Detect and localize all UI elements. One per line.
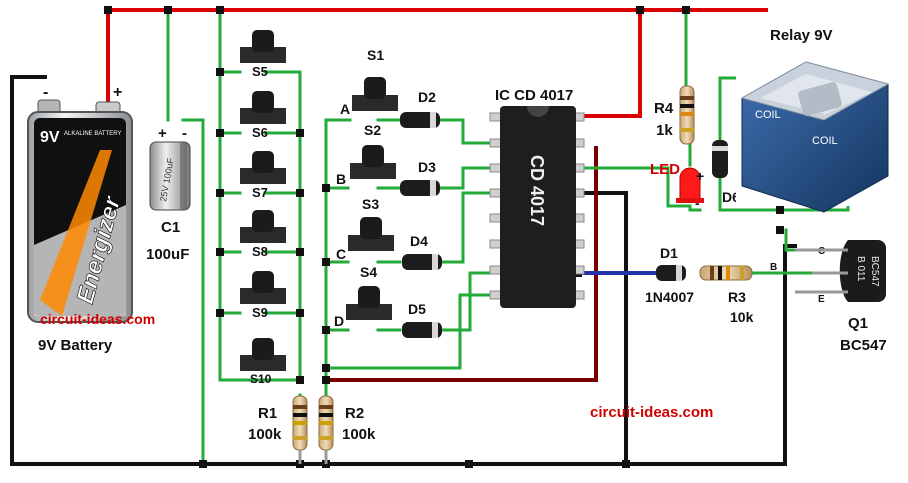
wires <box>10 8 850 466</box>
switch-s2-label: S2 <box>364 122 381 138</box>
resistor-r4: R4 1k <box>654 85 695 145</box>
diode-d3: D3 <box>400 159 440 196</box>
r4-name: R4 <box>654 100 674 117</box>
led-label: LED <box>650 161 680 178</box>
q1-name: Q1 <box>848 315 868 332</box>
ic-cd4017: IC CD 4017 CD 4017 <box>489 87 585 308</box>
node-d-label: D <box>334 313 344 329</box>
battery-voltage-label: 9V <box>40 129 60 146</box>
diodes-d2-d5: D2 D3 D4 D5 <box>400 89 442 338</box>
switch-s1: S1 <box>352 47 398 111</box>
c1-plus-label: + <box>158 125 167 142</box>
resistor-r1: R1 100k <box>248 395 308 451</box>
switch-s7-label: S7 <box>252 185 268 200</box>
led-minus-label: - <box>695 195 700 211</box>
battery-minus-label: - <box>43 84 48 101</box>
switch-s9: S9 <box>240 271 286 320</box>
ic-body-text: CD 4017 <box>527 155 547 226</box>
switch-s8: S8 <box>240 210 286 259</box>
node-c-label: C <box>336 246 346 262</box>
diode-d6: D6 <box>712 140 740 205</box>
resistor-r1-value: 100k <box>248 426 282 443</box>
switch-s1-label: S1 <box>367 47 384 63</box>
r4-value: 1k <box>656 122 673 139</box>
switch-s6: S6 <box>240 91 286 140</box>
diode-d5: D5 <box>402 301 442 338</box>
junction-dots <box>104 6 784 468</box>
c1-name: C1 <box>161 219 180 236</box>
capacitor-c1: 25V 100uF + - C1 100uF <box>146 125 191 263</box>
relay-9v: Relay 9V COIL COIL <box>736 27 894 213</box>
diode-d4: D4 <box>402 233 442 270</box>
battery-type-label: ALKALINE BATTERY <box>64 131 121 137</box>
switch-bank-left: S5 S6 S7 S8 S9 S10 <box>240 30 286 386</box>
c1-minus-label: - <box>182 125 187 142</box>
relay-coil-label-2: COIL <box>812 135 838 147</box>
diode-d1-label: D1 <box>660 245 678 261</box>
resistor-r2: R2 100k <box>318 395 376 451</box>
resistor-leads <box>298 450 328 464</box>
switch-s5: S5 <box>240 30 286 79</box>
diode-d3-label: D3 <box>418 159 436 175</box>
q1-body-text-2: B 011 <box>855 256 866 282</box>
diode-d6-label: D6 <box>722 189 740 205</box>
node-b-label: B <box>336 171 346 187</box>
transistor-q1: BC547 B 011 C B E Q1 BC547 <box>770 240 887 354</box>
switch-s9-label: S9 <box>252 305 268 320</box>
resistor-r3-value: 10k <box>730 309 754 325</box>
led-plus-label: + <box>696 168 704 184</box>
resistor-r1-name: R1 <box>258 405 277 422</box>
switch-s7: S7 <box>240 151 286 200</box>
switch-s8-label: S8 <box>252 244 268 259</box>
ground-drop-cd4017 <box>576 191 628 466</box>
switch-s10: S10 <box>240 338 286 386</box>
ground-rail <box>10 75 797 466</box>
resistor-r2-name: R2 <box>345 405 364 422</box>
watermark-right: circuit-ideas.com <box>590 404 713 421</box>
diode-d5-label: D5 <box>408 301 426 317</box>
watermark-left: circuit-ideas.com <box>40 311 155 327</box>
switch-s3-label: S3 <box>362 196 379 212</box>
battery-plus-label: + <box>113 84 122 101</box>
q1-base-label: B <box>770 262 777 273</box>
resistor-r3-name: R3 <box>728 289 746 305</box>
diode-d2-label: D2 <box>418 89 436 105</box>
diode-d1: D1 1N4007 <box>645 245 694 305</box>
diode-d2: D2 <box>400 89 440 128</box>
switch-s10-label: S10 <box>250 372 272 386</box>
q1-emitter-label: E <box>818 294 825 305</box>
led: LED + - <box>650 161 704 211</box>
switch-s4-label: S4 <box>360 264 377 280</box>
q1-part: BC547 <box>840 337 887 354</box>
c1-value: 100uF <box>146 246 189 263</box>
switch-s5-label: S5 <box>252 64 268 79</box>
positive-rail <box>106 8 768 106</box>
q1-body-text-1: BC547 <box>869 256 880 287</box>
relay-coil-label-1: COIL <box>755 109 781 121</box>
resistor-r2-value: 100k <box>342 426 376 443</box>
battery-9v: - + 9V ALKALINE BATTERY Energizer 9V Bat… <box>27 84 133 354</box>
switch-s3: S3 <box>348 196 394 251</box>
switch-s4: S4 <box>346 264 392 320</box>
positive-to-ic <box>576 8 642 118</box>
reset-line <box>324 146 598 382</box>
switch-s6-label: S6 <box>252 125 268 140</box>
ic-title: IC CD 4017 <box>495 87 573 104</box>
diode-d4-label: D4 <box>410 233 428 249</box>
diode-d1-part: 1N4007 <box>645 289 694 305</box>
switch-s2: S2 <box>350 122 396 179</box>
switch-bank-right: S1 S2 S3 S4 A B C D <box>334 47 398 329</box>
q1-leads <box>795 248 848 294</box>
node-a-label: A <box>340 101 350 117</box>
resistor-r3: R3 10k <box>699 265 754 325</box>
relay-title: Relay 9V <box>770 27 833 44</box>
battery-caption: 9V Battery <box>38 337 113 354</box>
